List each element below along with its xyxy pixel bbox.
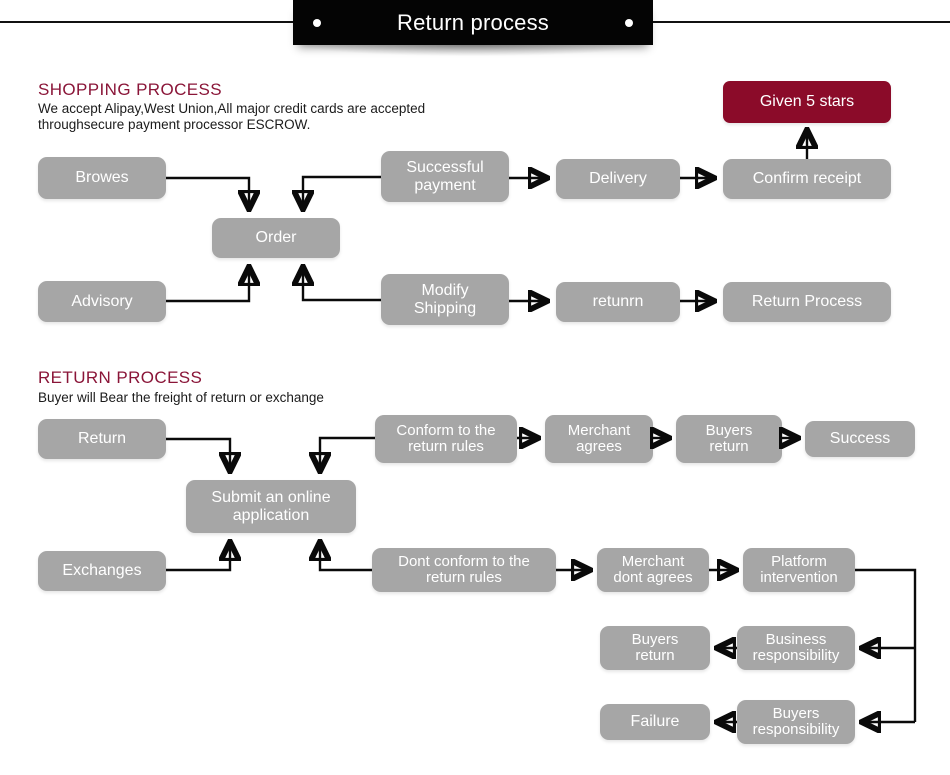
node-given-5-stars[interactable]: Given 5 stars bbox=[723, 81, 891, 123]
wire-payment-to-order bbox=[303, 175, 381, 208]
wire-dontconform-to-submit bbox=[320, 543, 372, 572]
node-success[interactable]: Success bbox=[805, 421, 915, 457]
node-buyers-responsibility[interactable]: Buyers responsibility bbox=[737, 700, 855, 744]
node-conform-return-rules[interactable]: Conform to the return rules bbox=[375, 415, 517, 463]
bullet-dot-icon-right bbox=[625, 19, 633, 27]
node-dont-conform-return-rules[interactable]: Dont conform to the return rules bbox=[372, 548, 556, 592]
return-process-description: Buyer will Bear the freight of return or… bbox=[38, 390, 324, 405]
node-return-process[interactable]: Return Process bbox=[723, 282, 891, 322]
node-platform-intervention[interactable]: Platform intervention bbox=[743, 548, 855, 592]
node-failure[interactable]: Failure bbox=[600, 704, 710, 740]
node-submit-online-application[interactable]: Submit an online application bbox=[186, 480, 356, 533]
node-business-responsibility[interactable]: Business responsibility bbox=[737, 626, 855, 670]
node-merchant-dont-agrees[interactable]: Merchant dont agrees bbox=[597, 548, 709, 592]
wire-advisory-to-order bbox=[166, 268, 249, 303]
shopping-process-heading: SHOPPING PROCESS bbox=[38, 80, 222, 99]
wire-browes-to-order bbox=[166, 176, 249, 208]
node-browes[interactable]: Browes bbox=[38, 157, 166, 199]
node-retunrn[interactable]: retunrn bbox=[556, 282, 680, 322]
page-title: Return process bbox=[397, 9, 549, 35]
wire-conform-to-submit bbox=[320, 436, 375, 470]
node-merchant-agrees[interactable]: Merchant agrees bbox=[545, 415, 653, 463]
header-banner-shadow bbox=[300, 44, 646, 56]
shopping-process-description: We accept Alipay,West Union,All major cr… bbox=[38, 101, 426, 132]
wire-modify-to-order bbox=[303, 268, 381, 302]
node-delivery[interactable]: Delivery bbox=[556, 159, 680, 199]
node-buyers-return-mid[interactable]: Buyers return bbox=[600, 626, 710, 670]
node-successful-payment[interactable]: Successful payment bbox=[381, 151, 509, 202]
return-process-heading: RETURN PROCESS bbox=[38, 368, 203, 387]
node-exchanges[interactable]: Exchanges bbox=[38, 551, 166, 591]
wire-exchanges-to-submit bbox=[166, 543, 230, 572]
bullet-dot-icon-left bbox=[313, 19, 321, 27]
node-buyers-return-top[interactable]: Buyers return bbox=[676, 415, 782, 463]
node-return[interactable]: Return bbox=[38, 419, 166, 459]
header-banner: Return process bbox=[293, 0, 653, 45]
node-confirm-receipt[interactable]: Confirm receipt bbox=[723, 159, 891, 199]
wire-platform-bus-vertical bbox=[855, 568, 917, 648]
node-advisory[interactable]: Advisory bbox=[38, 281, 166, 322]
node-modify-shipping[interactable]: Modify Shipping bbox=[381, 274, 509, 325]
wire-return-to-submit bbox=[166, 437, 230, 470]
node-order[interactable]: Order bbox=[212, 218, 340, 258]
